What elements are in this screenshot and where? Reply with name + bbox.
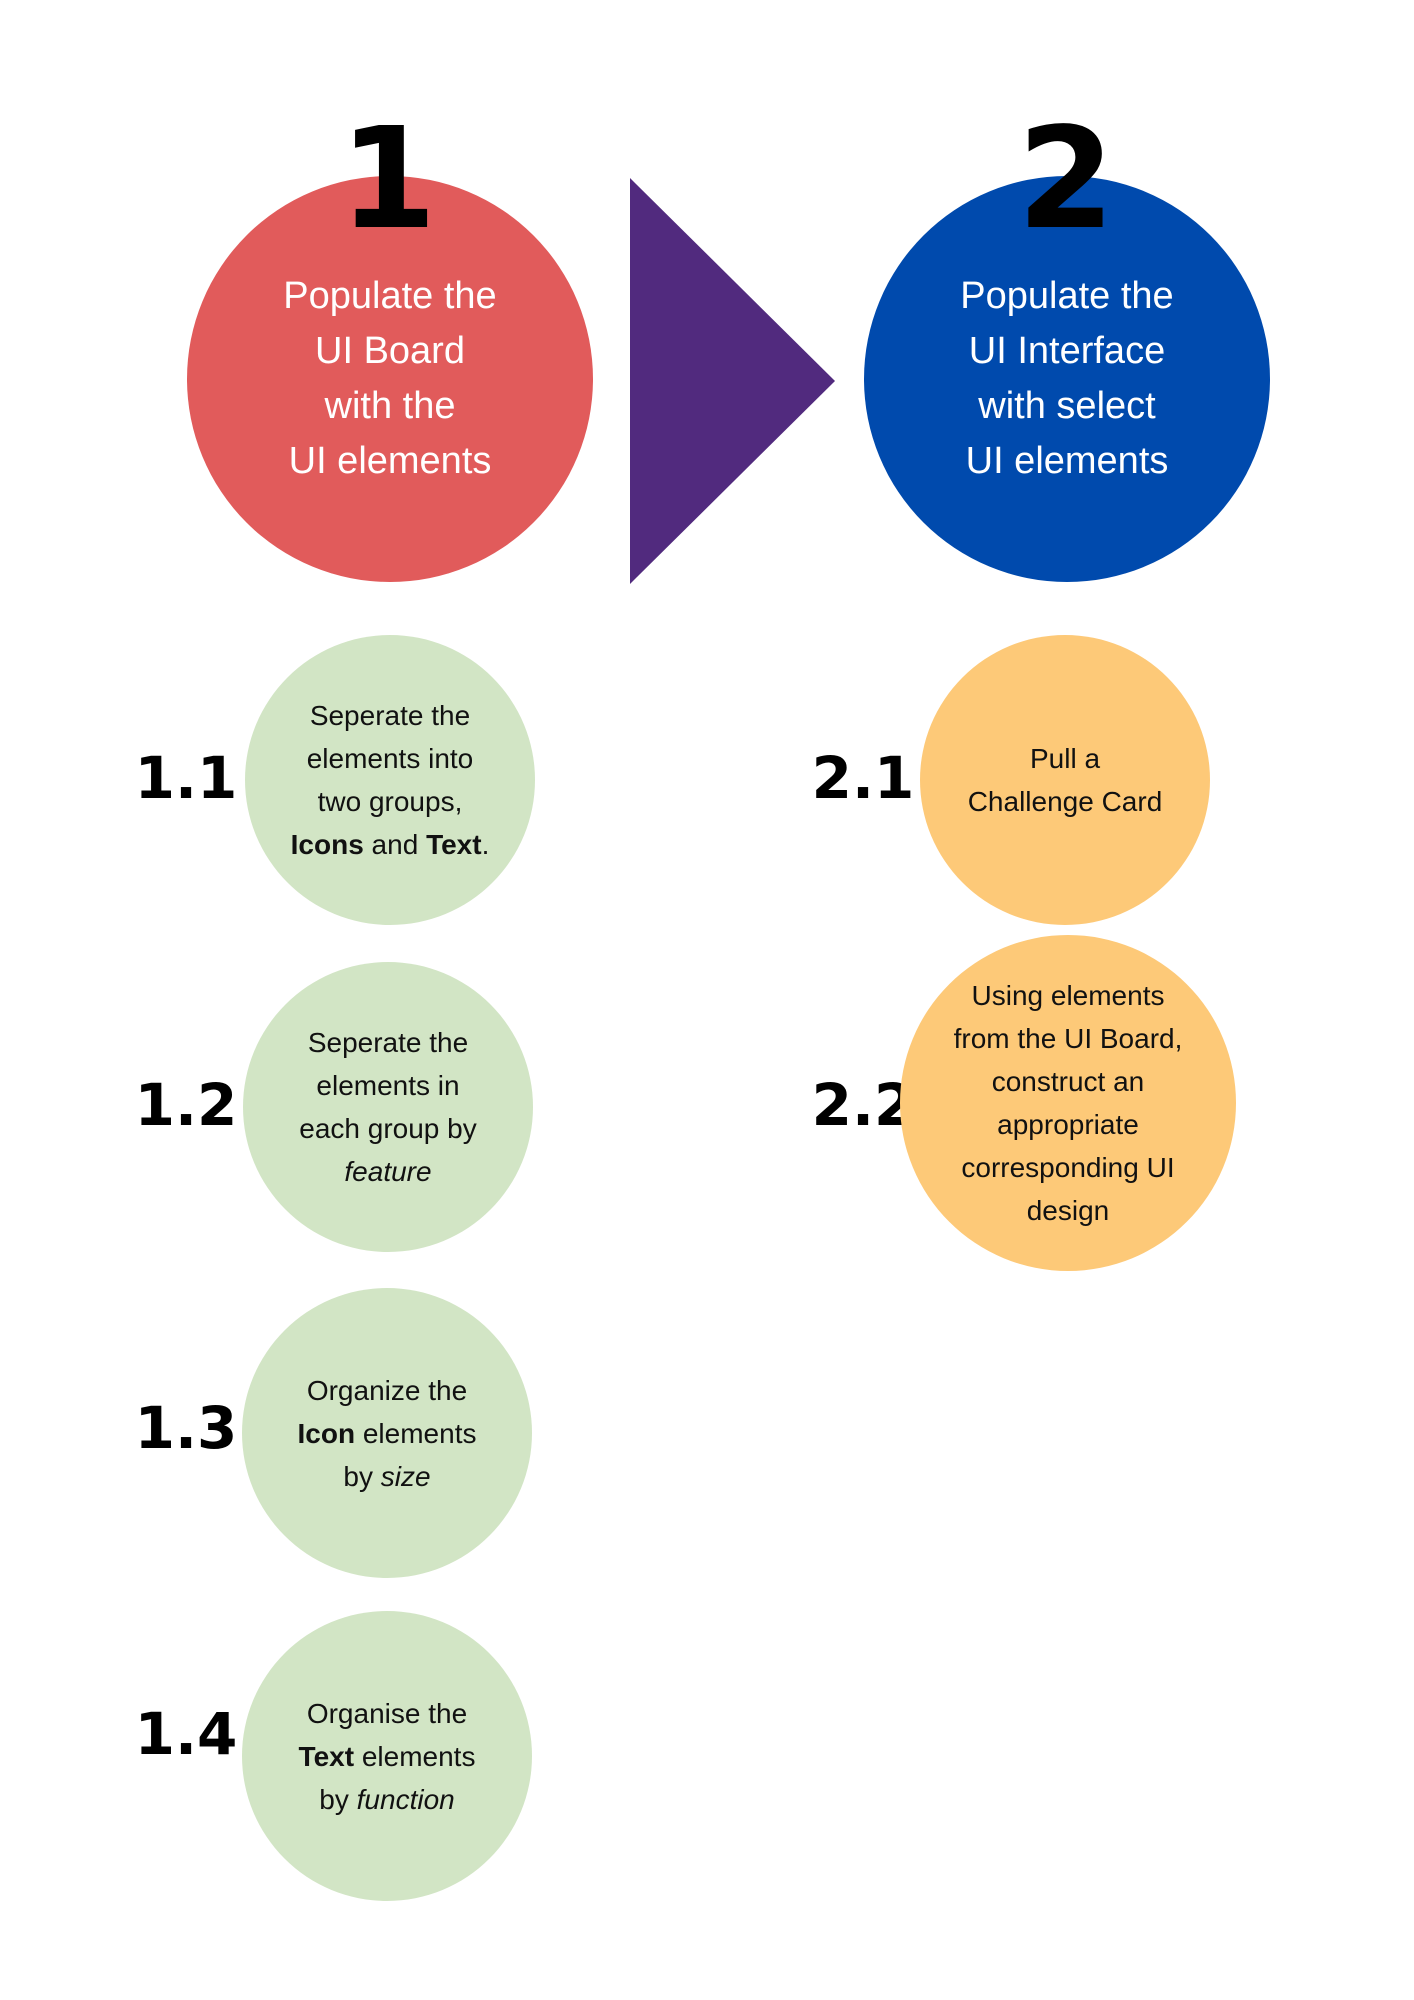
text-segment: Challenge Card	[967, 786, 1163, 817]
text-segment: each group by	[299, 1113, 477, 1144]
step-1-1-circle: Seperate the elements into two groups, Icon…	[245, 635, 535, 925]
text-segment: construct an	[991, 1066, 1145, 1097]
step-1-1-number: 1.1	[134, 744, 238, 812]
italic-text: size	[380, 1460, 431, 1492]
text-segment: Organize the	[306, 1374, 468, 1406]
step-2-2-circle: Using elements from the UI Board, construc…	[900, 935, 1236, 1271]
step-2-1-number: 2.1	[811, 744, 915, 812]
italic-text: feature	[344, 1156, 432, 1187]
step-1-2-circle: Seperate the elements in each group by feat…	[243, 962, 533, 1252]
text-segment: by	[343, 1460, 381, 1492]
text-segment: Organise the	[306, 1697, 468, 1729]
step-1-2-text: Seperate the elements in each group by feat…	[299, 1021, 476, 1193]
text-segment: corresponding UI	[961, 1152, 1175, 1183]
bold-text: Icons	[290, 829, 364, 860]
step-1-4-number: 1.4	[134, 1700, 238, 1768]
bold-text: Text	[298, 1740, 355, 1772]
bold-text: Text	[426, 829, 482, 860]
text-segment: from the UI Board,	[953, 1023, 1183, 1054]
text-segment: .	[481, 829, 490, 860]
stage-2-number: 2	[1017, 98, 1115, 261]
text-segment: and	[363, 829, 427, 860]
stage-1-text: Populate the UI Board with the UI elemen…	[283, 275, 497, 482]
stage-2-text: Populate the UI Interface with select UI…	[960, 275, 1174, 482]
italic-text: function	[356, 1783, 455, 1815]
text-segment: Seperate the	[307, 1027, 469, 1058]
text-segment: design	[1026, 1195, 1110, 1226]
text-segment: by	[319, 1783, 357, 1815]
step-2-2-text: Using elements from the UI Board, construc…	[954, 974, 1183, 1232]
text-segment: elements	[354, 1740, 476, 1772]
text-segment: appropriate	[997, 1109, 1139, 1140]
step-1-3-number: 1.3	[134, 1394, 238, 1462]
step-2-1-circle: Pull a Challenge Card	[920, 635, 1210, 925]
arrow-triangle	[630, 178, 835, 584]
stage-1-number: 1	[339, 98, 437, 261]
step-2-2-number: 2.2	[811, 1071, 915, 1139]
text-segment: elements into	[306, 743, 474, 774]
text-segment: Seperate the	[309, 700, 471, 731]
text-segment: Using elements	[971, 980, 1165, 1011]
step-2-1-text: Pull a Challenge Card	[968, 737, 1163, 823]
step-1-2-number: 1.2	[134, 1071, 238, 1139]
text-segment: elements	[355, 1417, 477, 1449]
stage-2-circle: Populate the UI Interface with select UI…	[864, 176, 1270, 582]
step-1-1-text: Seperate the elements into two groups, Icon…	[291, 694, 490, 866]
text-segment: Pull a	[1029, 743, 1101, 774]
text-segment: elements in	[316, 1070, 460, 1101]
text-segment: two groups,	[317, 786, 463, 817]
arrow-right-icon	[630, 178, 835, 584]
bold-text: Icon	[297, 1417, 356, 1449]
stage-1-circle: Populate the UI Board with the UI elemen…	[187, 176, 593, 582]
